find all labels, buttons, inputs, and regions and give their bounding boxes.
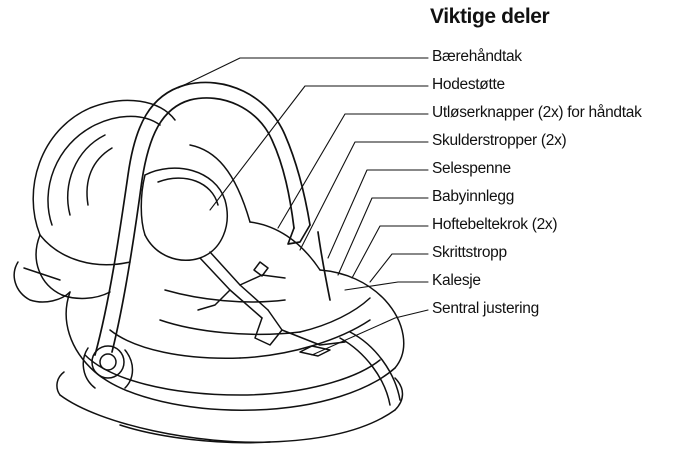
- leader-central-adjuster: [311, 309, 429, 356]
- label-headrest: Hodestøtte: [432, 76, 505, 93]
- seat-base-shape: [56, 371, 404, 444]
- strap-shape: [339, 331, 401, 406]
- leader-carry-handle: [177, 57, 429, 89]
- label-canopy: Kalesje: [432, 272, 481, 289]
- leader-headrest: [209, 85, 429, 211]
- leader-infant-insert: [337, 197, 429, 276]
- diagram-title: Viktige deler: [430, 5, 550, 28]
- harness-shape: [197, 251, 346, 357]
- label-shoulder-straps: Skulderstropper (2x): [432, 132, 567, 149]
- leader-shoulder-straps: [299, 141, 429, 251]
- leader-lines: [177, 57, 429, 356]
- leader-canopy: [344, 281, 429, 291]
- label-hip-belt-hook: Hoftebeltekrok (2x): [432, 216, 558, 233]
- leader-crotch-strap: [369, 253, 429, 283]
- headrest-shape: [140, 167, 228, 261]
- label-crotch-strap: Skrittstropp: [432, 244, 507, 261]
- label-infant-insert: Babyinnlegg: [432, 188, 515, 205]
- handle-pivot-shape: [82, 345, 134, 389]
- canopy-shape: [13, 99, 176, 303]
- label-carry-handle: Bærehåndtak: [432, 48, 522, 65]
- leader-hip-belt-hook: [351, 225, 429, 279]
- carry-handle-shape: [94, 81, 331, 356]
- label-central-adjuster: Sentral justering: [432, 300, 539, 317]
- leader-harness-buckle: [327, 169, 429, 259]
- label-handle-release-buttons: Utløserknapper (2x) for håndtak: [432, 104, 642, 121]
- leader-handle-release: [277, 113, 429, 229]
- seat-shell: [65, 144, 405, 411]
- label-harness-buckle: Selespenne: [432, 160, 511, 177]
